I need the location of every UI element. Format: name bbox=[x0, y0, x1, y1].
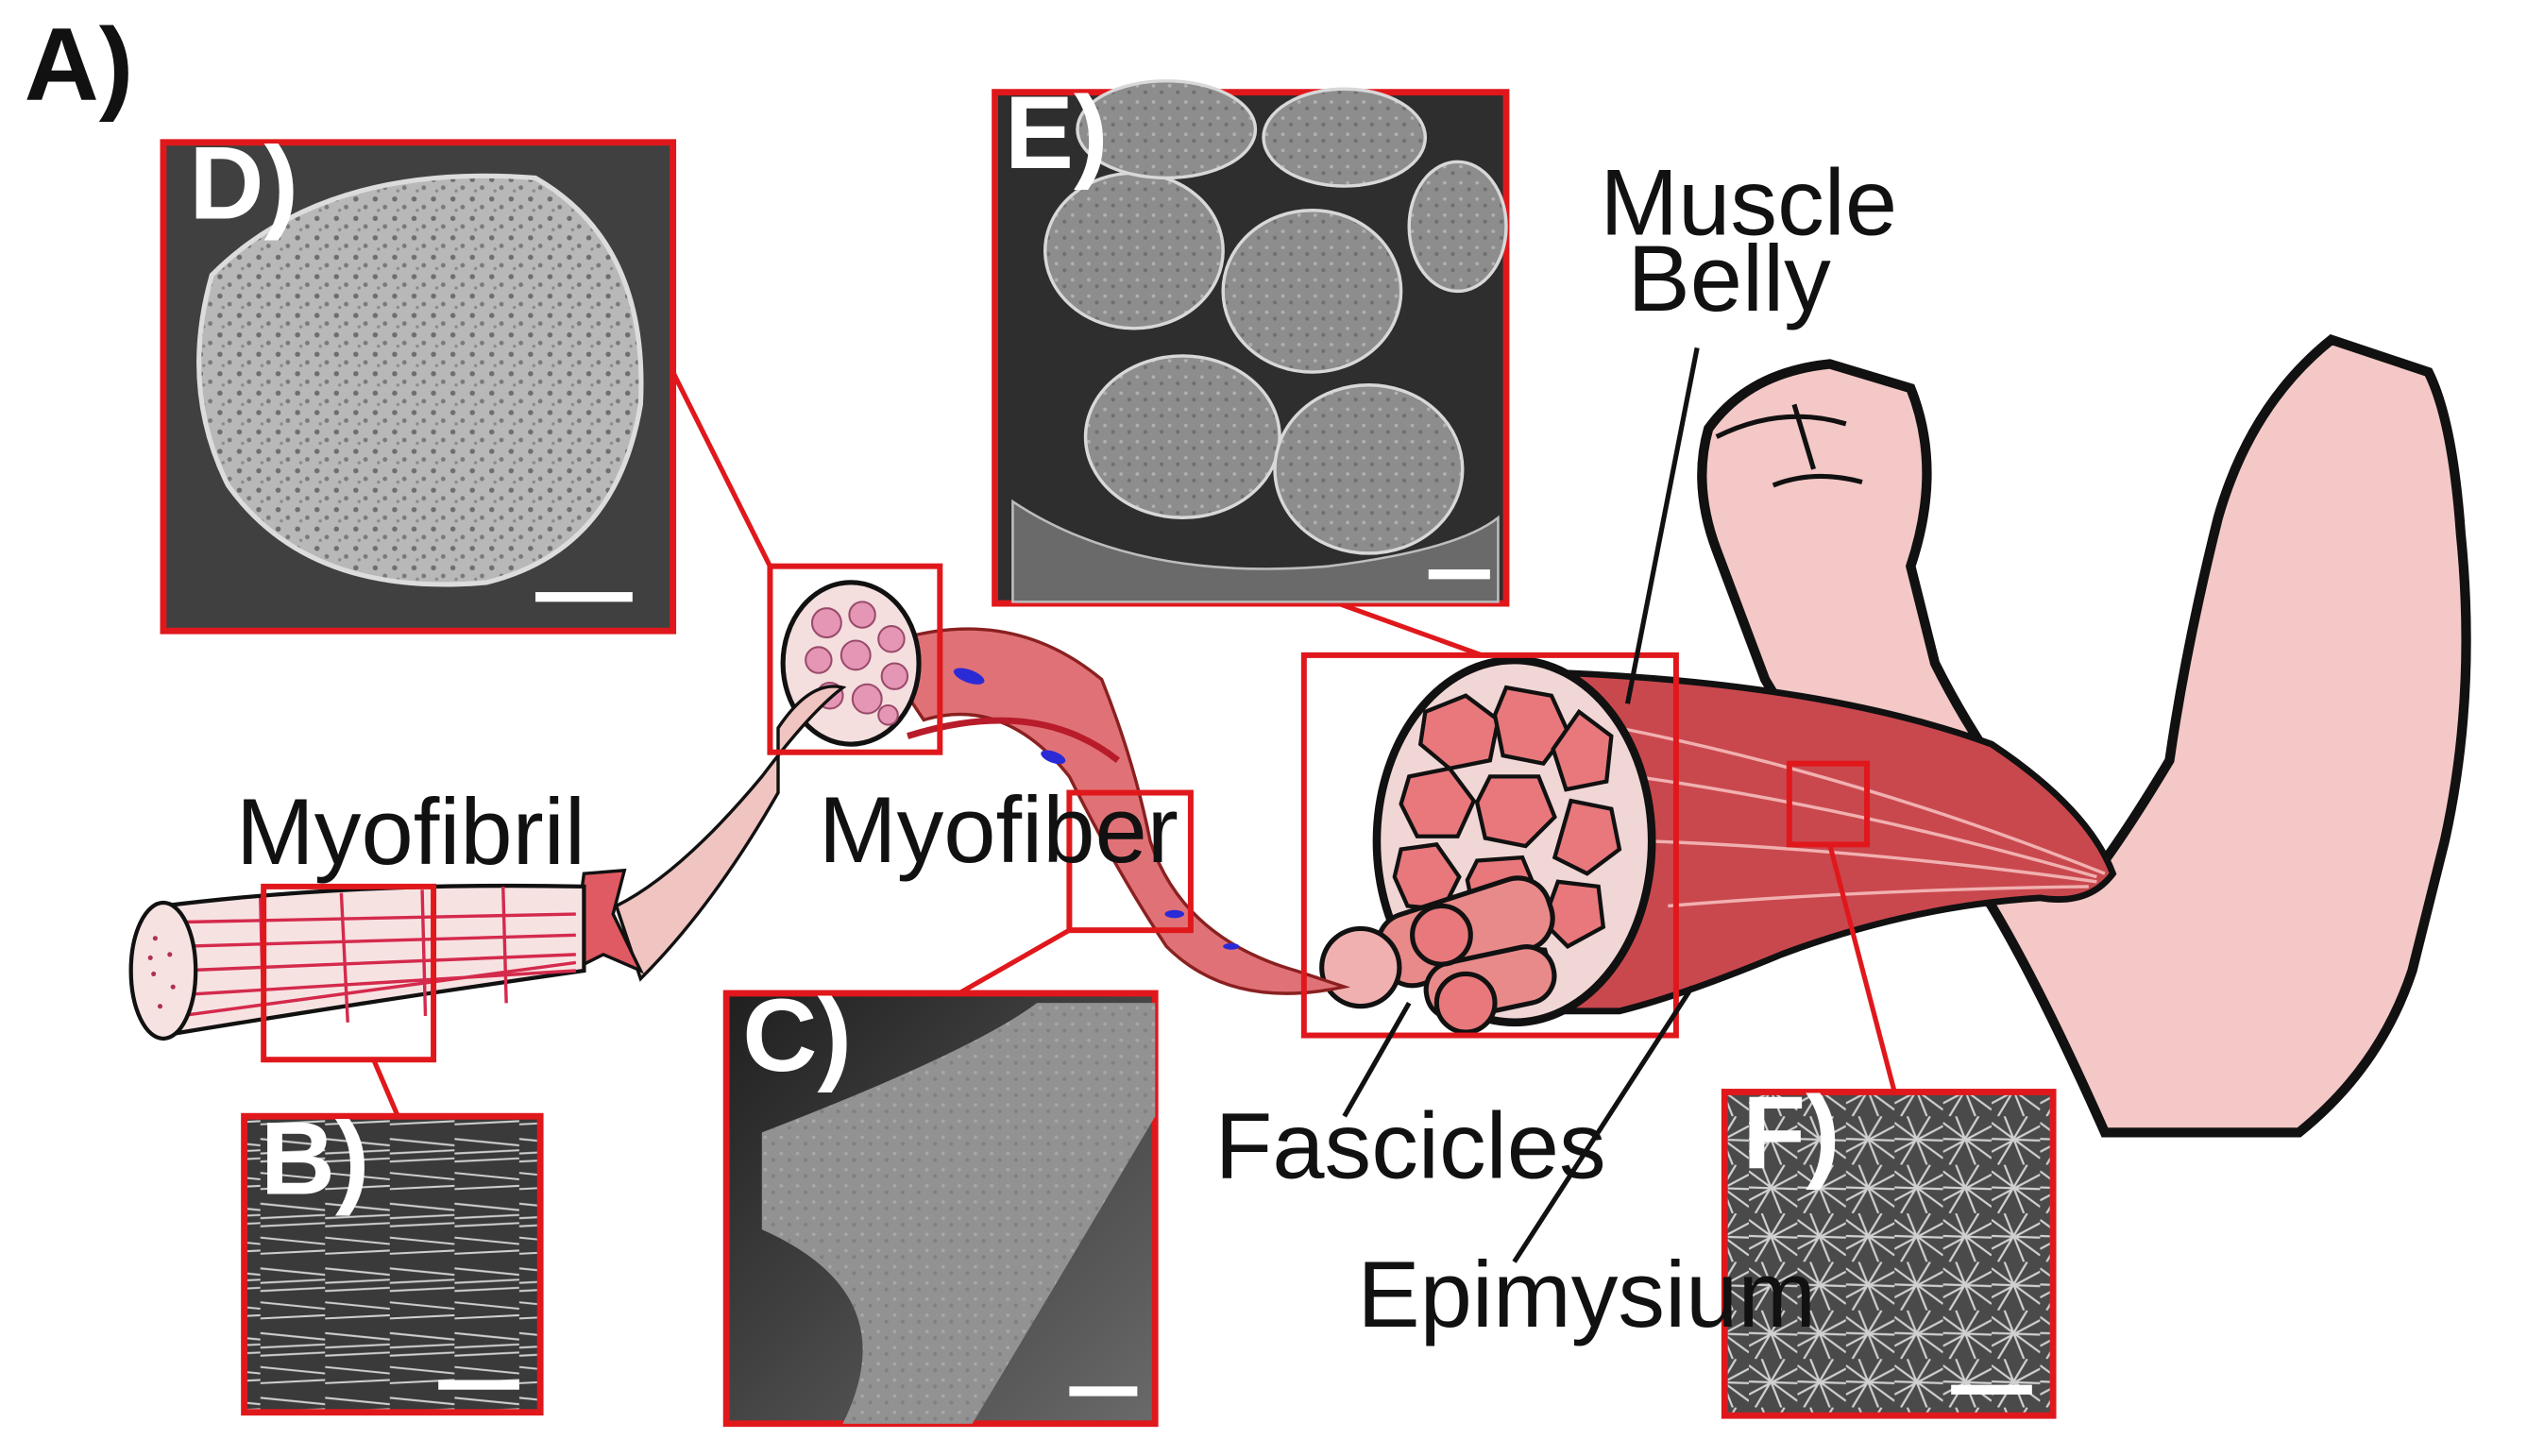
inset-b: B) bbox=[241, 1101, 544, 1416]
label-myofibril: Myofibril bbox=[236, 780, 585, 885]
inset-label-b: B) bbox=[261, 1101, 370, 1216]
inset-d: D) bbox=[160, 126, 677, 635]
inset-e: E) bbox=[992, 76, 1510, 607]
fascicle-box bbox=[1300, 652, 1679, 1039]
myofibril-box bbox=[261, 883, 437, 1063]
arm-illustration bbox=[1697, 334, 2471, 1138]
epimysium-box bbox=[1786, 760, 1871, 848]
highlight-boxes bbox=[261, 563, 1871, 1063]
myofiber-surface-box bbox=[1066, 789, 1194, 934]
label-epimysium: Epimysium bbox=[1357, 1243, 1816, 1347]
label-fascicles: Fascicles bbox=[1215, 1093, 1606, 1198]
myofibril-illustration bbox=[128, 685, 847, 1041]
label-myofiber: Myofiber bbox=[819, 778, 1179, 883]
myofiber-illustration bbox=[780, 580, 1351, 995]
inset-c: C) bbox=[722, 978, 1159, 1428]
inset-label-e: E) bbox=[1005, 76, 1109, 191]
myofiber-cross-section-box bbox=[767, 563, 943, 755]
label-muscle-belly-line1: Muscle bbox=[1600, 150, 1897, 255]
inset-label-f: F) bbox=[1742, 1075, 1840, 1191]
muscle-belly bbox=[1319, 655, 2117, 1035]
label-muscle-belly-line2: Belly bbox=[1628, 227, 1832, 331]
inset-label-d: D) bbox=[189, 126, 298, 241]
inset-label-c: C) bbox=[742, 978, 852, 1093]
figure-panel-label: A) bbox=[25, 8, 134, 123]
inset-f: F) bbox=[1721, 1075, 2057, 1419]
leader-lines bbox=[1342, 347, 1700, 1263]
